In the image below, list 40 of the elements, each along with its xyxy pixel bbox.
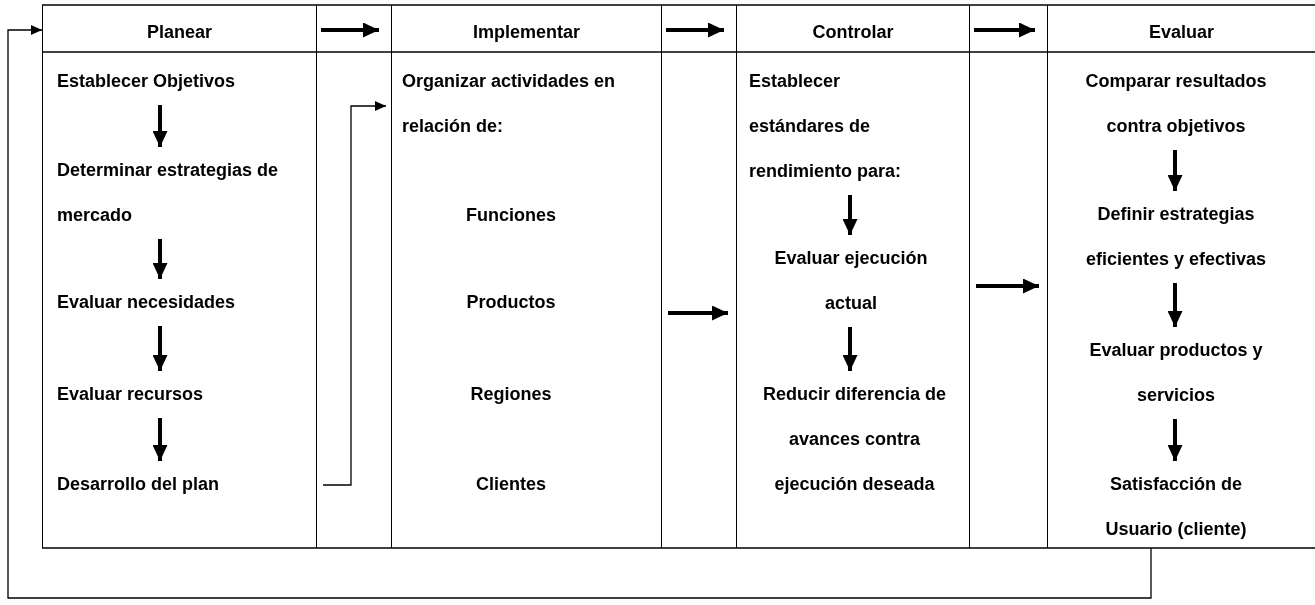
arrow [666,22,724,38]
arrow [152,326,168,371]
column-header: Controlar [736,5,970,52]
step-text: Evaluar recursos [57,372,307,417]
arrow [152,105,168,147]
table-column [736,52,970,548]
arrow [842,327,858,371]
step-text: Productos [421,280,601,325]
arrow [1167,283,1183,327]
step-text: Organizar actividades en relación de: [402,59,617,149]
step-text: Reducir diferencia de avances contra ejecución deseada [762,372,947,507]
step-text: Evaluar ejecución actual [756,236,946,326]
step-text: Evaluar productos y servicios [1066,328,1286,418]
step-text: Establecer Objetivos [57,59,307,104]
arrow [152,239,168,279]
arrow [322,101,387,486]
arrow [7,25,1152,599]
arrow [668,305,728,321]
step-text: Clientes [421,462,601,507]
arrow [1167,419,1183,461]
column-header: Implementar [391,5,662,52]
arrow [152,418,168,461]
arrow [842,195,858,235]
step-text: Satisfacción de Usuario (cliente) [1081,462,1271,552]
step-text: Desarrollo del plan [57,462,318,507]
column-header: Planear [42,5,317,52]
step-text: Establecer estándares de rendimiento para: [749,59,934,194]
step-text: Definir estrategias eficientes y efectivas [1066,192,1286,282]
step-text: Regiones [421,372,601,417]
table-column [42,52,317,548]
step-text: Evaluar necesidades [57,280,307,325]
table-column [391,52,662,548]
step-text: Determinar estrategias de mercado [57,148,287,238]
step-text: Funciones [421,193,601,238]
arrow [1167,150,1183,191]
arrow [321,22,379,38]
arrow [974,22,1035,38]
column-header: Evaluar [1047,5,1315,52]
step-text: Comparar resultados contra objetivos [1066,59,1286,149]
arrow [976,278,1039,294]
